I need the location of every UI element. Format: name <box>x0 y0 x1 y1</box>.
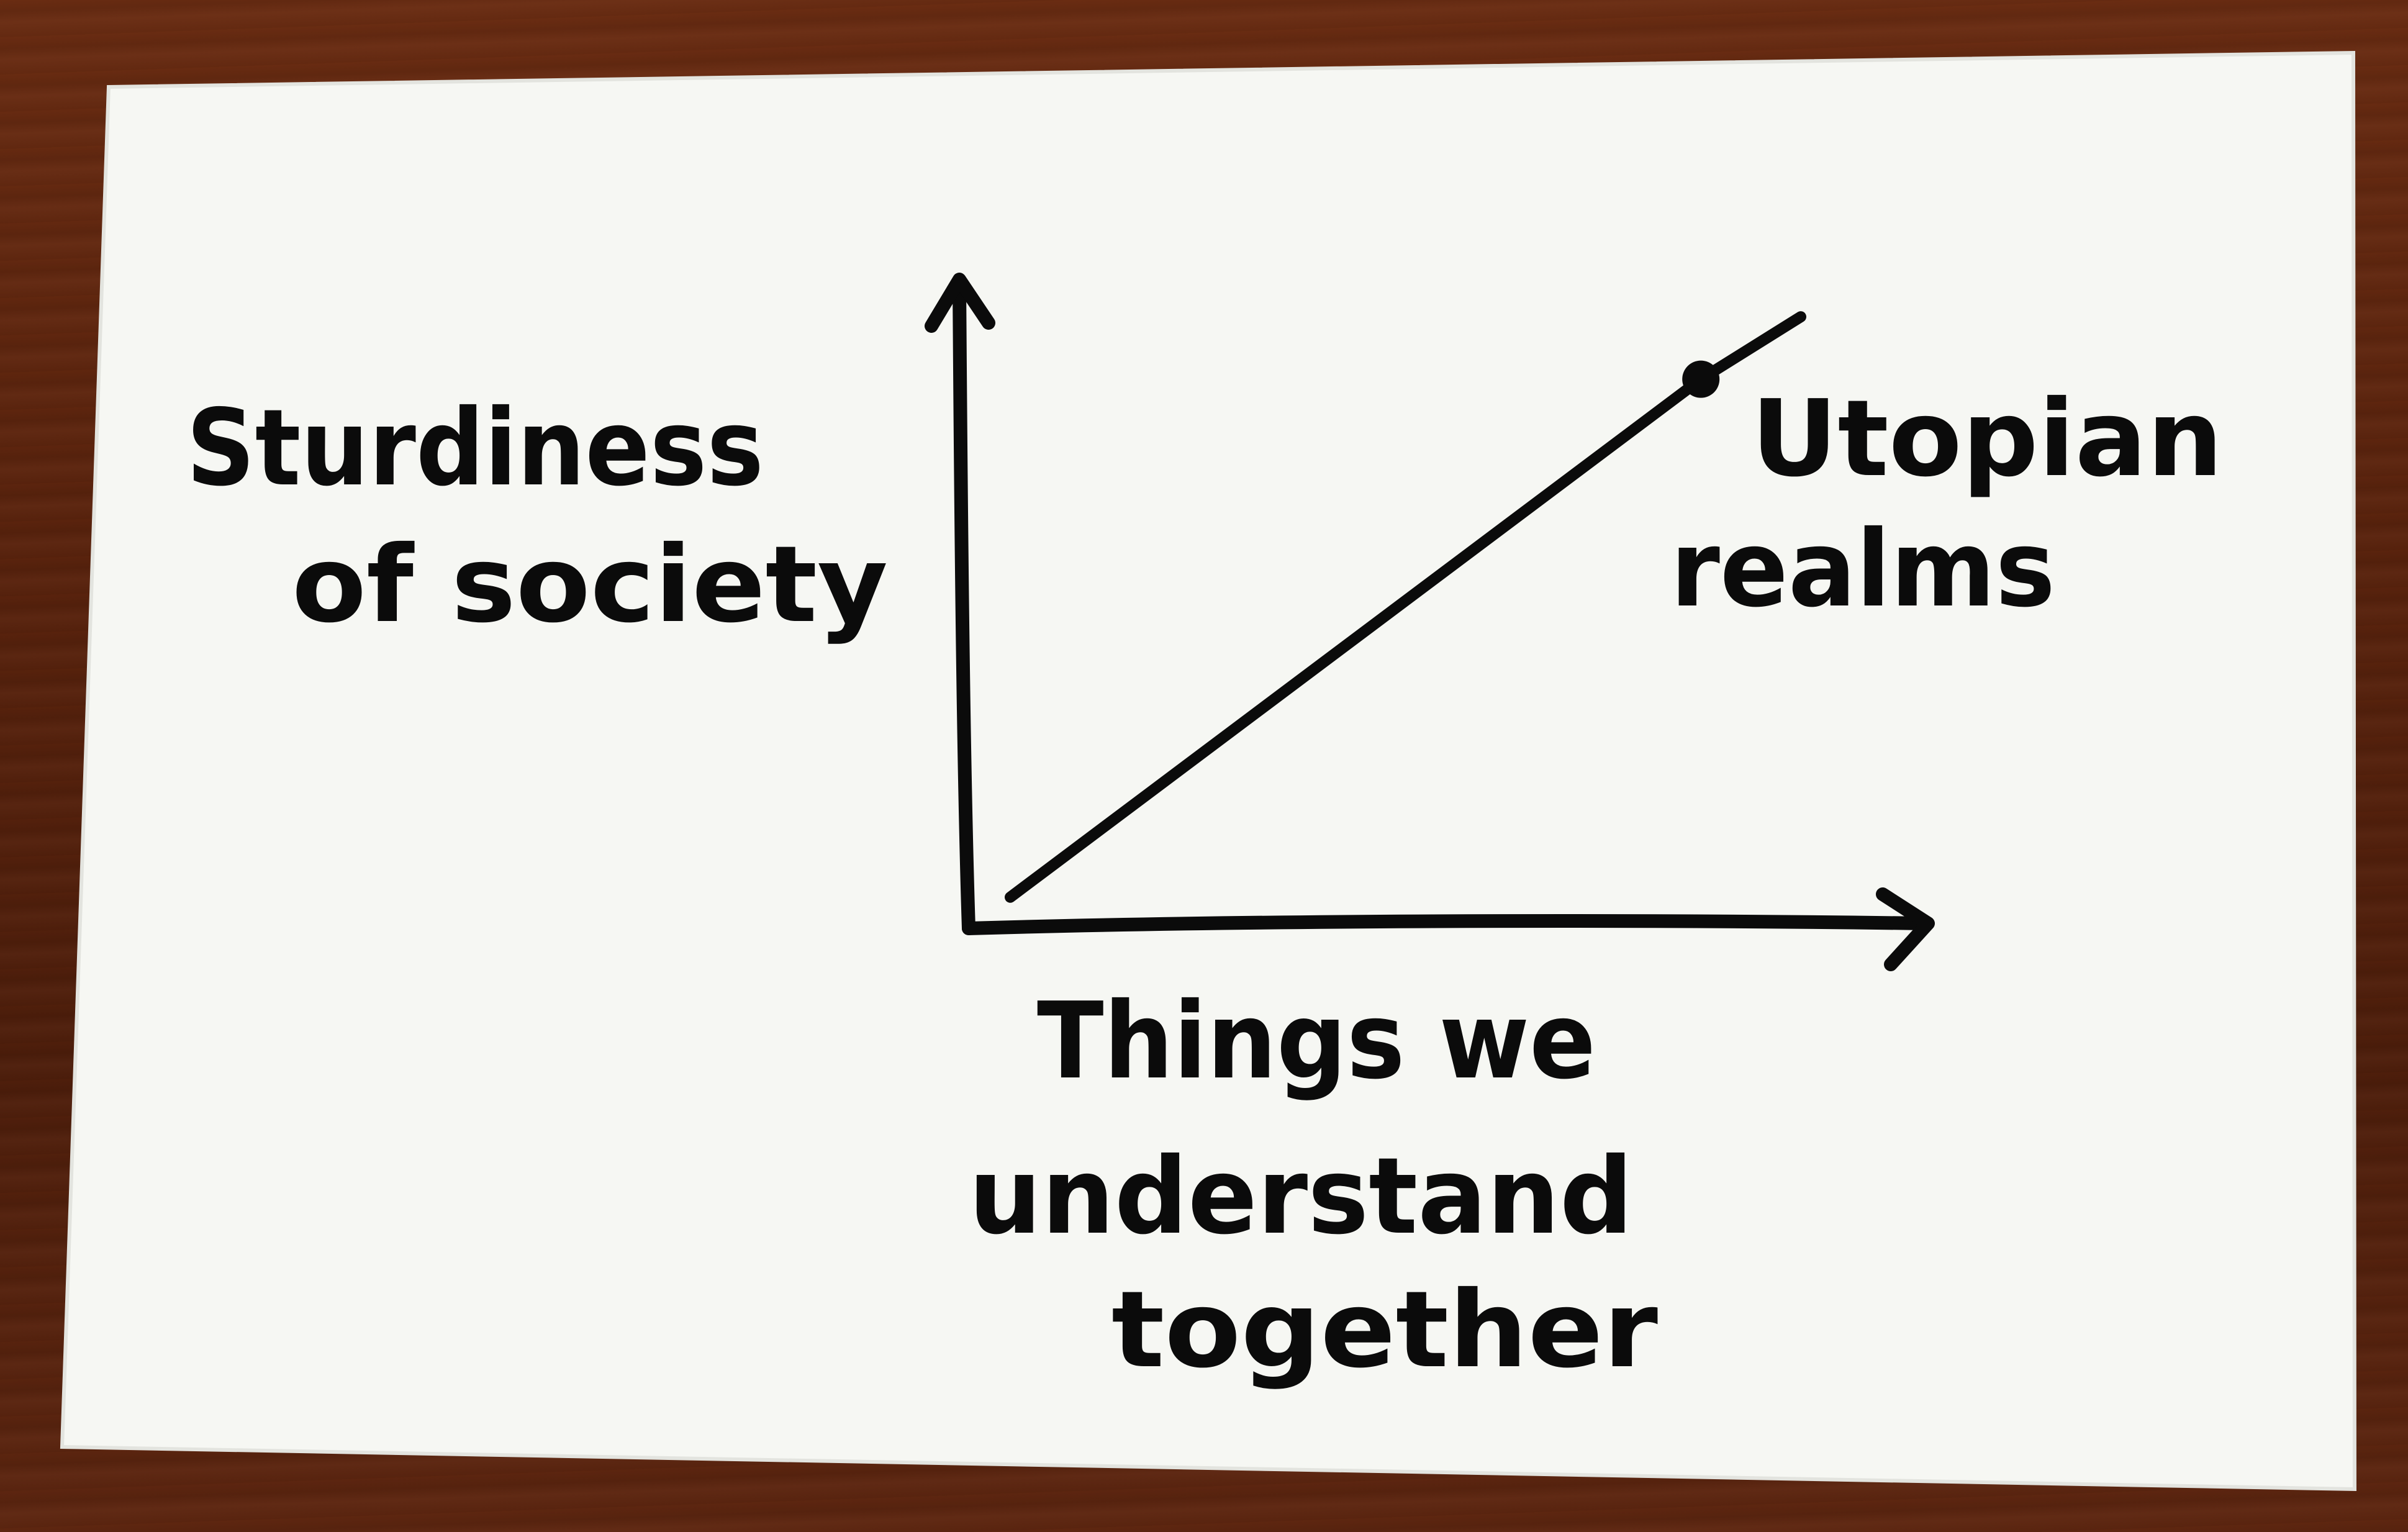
utopian-realms-dot <box>1682 360 1720 398</box>
annotation-utopian-realms: Utopian realms <box>1670 378 2223 631</box>
y-axis-label: Sturdiness of society <box>186 387 888 646</box>
x-axis-label: Things we understand together <box>969 980 1658 1392</box>
annotation-line-2: realms <box>1670 508 2055 631</box>
index-card-shade <box>60 50 2357 1492</box>
x-axis-label-line-1: Things we <box>1037 980 1596 1103</box>
y-axis-label-line-1: Sturdiness <box>186 387 764 510</box>
annotation-line-1: Utopian <box>1751 378 2223 501</box>
x-axis-label-line-2: understand <box>969 1135 1633 1258</box>
x-axis-arrowhead <box>1876 887 1935 971</box>
index-card <box>62 53 2355 1489</box>
x-axis-line <box>962 914 1932 935</box>
axes <box>925 273 1935 971</box>
y-axis-arrowhead <box>925 273 995 333</box>
y-axis-line <box>953 276 975 935</box>
x-axis-label-line-3: together <box>1111 1269 1658 1392</box>
y-axis-label-line-2: of society <box>292 524 888 646</box>
